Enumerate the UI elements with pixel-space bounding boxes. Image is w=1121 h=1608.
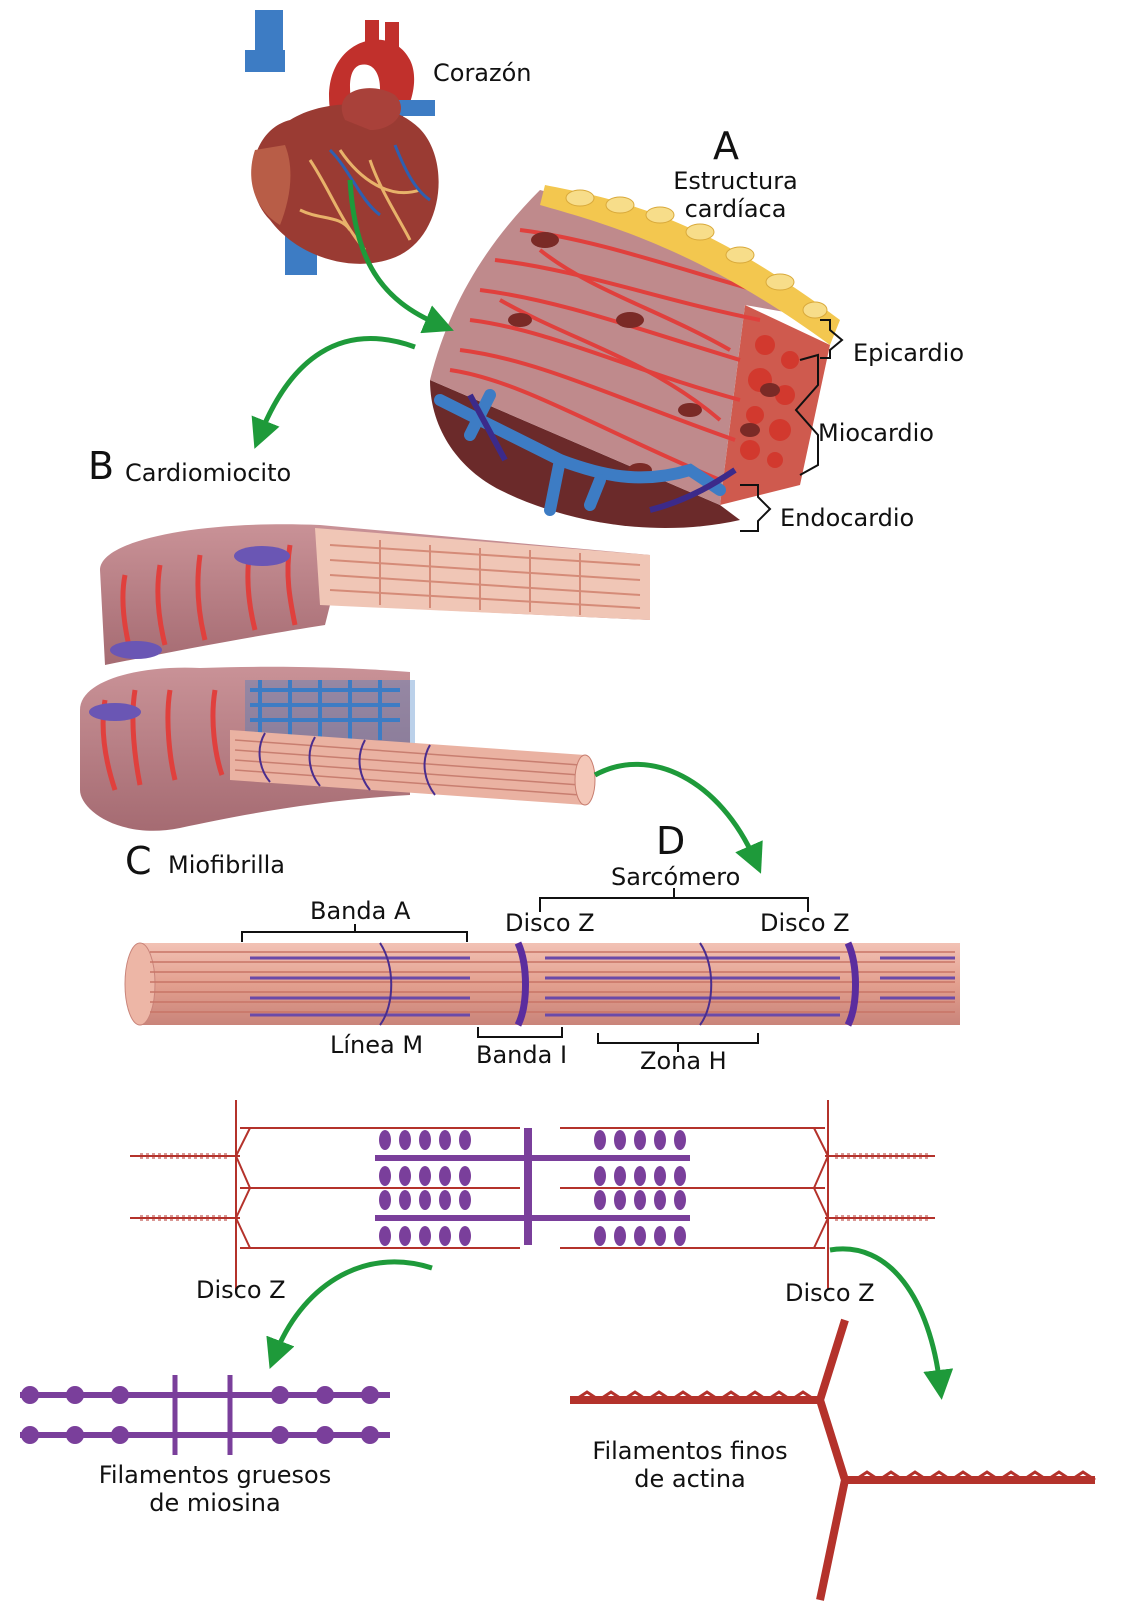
heart-illustration [245, 10, 439, 275]
cardiac-wall-block [430, 185, 840, 528]
panel-c-letter: C [125, 840, 152, 884]
panel-b-title: Cardiomiocito [125, 460, 291, 488]
panel-a-letter: A [713, 125, 739, 169]
miocardio-label: Miocardio [818, 420, 934, 448]
myofibril-illustration [125, 943, 960, 1025]
thin-filaments-label-line2: de actina [585, 1466, 795, 1494]
disco-z-label-bottom-right: Disco Z [785, 1280, 875, 1308]
thick-filaments-label-line2: de miosina [90, 1490, 340, 1518]
arrow-to-thin-filaments [830, 1249, 940, 1385]
zona-h-label: Zona H [640, 1048, 727, 1076]
panel-b-letter: B [88, 445, 114, 489]
sarcomere-schematic [130, 1100, 935, 1290]
banda-a-label: Banda A [310, 898, 410, 926]
disco-z-label-left: Disco Z [505, 910, 595, 938]
disco-z-label-bottom-left: Disco Z [196, 1277, 286, 1305]
endocardio-label: Endocardio [780, 505, 914, 533]
panel-a-title-line1: Estructura [668, 168, 803, 196]
panel-d-letter: D [656, 820, 685, 864]
epicardio-label: Epicardio [853, 340, 964, 368]
thin-filaments-label-line1: Filamentos finos [585, 1438, 795, 1466]
panel-c-title: Miofibrilla [168, 852, 285, 880]
sarcomere-label: Sarcómero [611, 864, 740, 892]
panel-a-title-line2: cardíaca [668, 196, 803, 224]
banda-i-label: Banda I [476, 1042, 567, 1070]
linea-m-label: Línea M [330, 1032, 423, 1060]
thick-filament-detail [20, 1375, 390, 1455]
thick-filaments-label-line1: Filamentos gruesos [90, 1462, 340, 1490]
cardiomyocyte-illustration [80, 524, 650, 831]
disco-z-label-right: Disco Z [760, 910, 850, 938]
heart-label: Corazón [433, 60, 532, 88]
arrow-to-thick-filaments [275, 1262, 432, 1355]
arrow-wall-to-cell [260, 339, 415, 435]
